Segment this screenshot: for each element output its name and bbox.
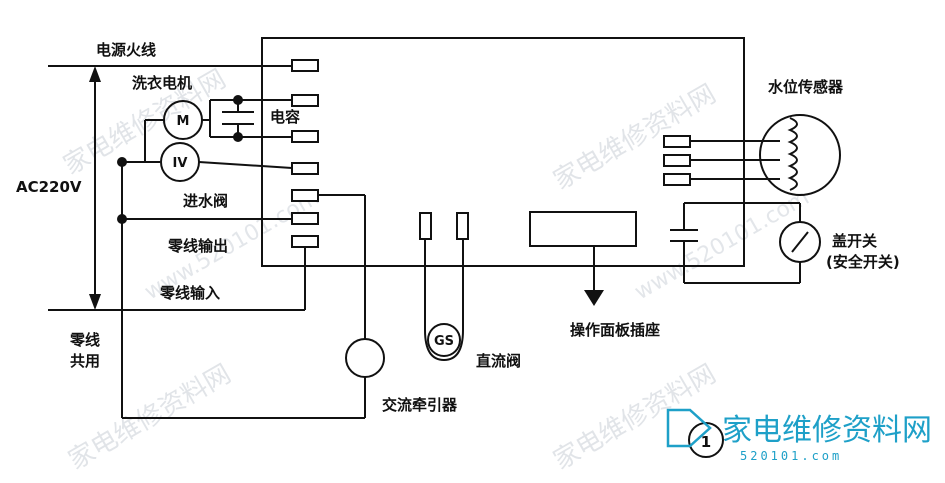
terminal-neutral-out bbox=[291, 212, 319, 225]
terminal-motor-2 bbox=[291, 130, 319, 143]
label-traction: 交流牵引器 bbox=[382, 396, 458, 414]
label-neutral-common-2: 共用 bbox=[70, 352, 100, 370]
label-inlet-valve: 进水阀 bbox=[183, 192, 228, 210]
control-board-box bbox=[261, 37, 745, 267]
logo-mark-icon bbox=[666, 408, 712, 448]
terminal-motor-1 bbox=[291, 94, 319, 107]
label-lid-switch-sub: (安全开关) bbox=[826, 253, 900, 271]
valve-symbol: IV bbox=[122, 142, 293, 182]
watermark-text: 家电维修资料网 bbox=[549, 359, 722, 476]
voltage-arrow bbox=[89, 66, 101, 310]
watermark-layer: 家电维修资料网 家电维修资料网 家电维修资料网 家电维修资料网 www.5201… bbox=[59, 64, 814, 476]
motor-letter: M bbox=[177, 114, 190, 129]
label-neutral-in: 零线输入 bbox=[159, 284, 220, 302]
label-neutral-common: 零线 bbox=[69, 331, 100, 349]
capacitor-symbol bbox=[222, 95, 254, 142]
figure-number: 1 bbox=[688, 422, 724, 458]
water-sensor-symbol bbox=[663, 114, 841, 196]
logo-subtext: 520101.com bbox=[740, 449, 842, 463]
motor-symbol: M bbox=[122, 99, 292, 163]
label-voltage: AC220V bbox=[16, 178, 82, 196]
traction-symbol bbox=[122, 194, 385, 419]
label-dc-valve: 直流阀 bbox=[476, 352, 521, 370]
gs-letter: GS bbox=[434, 334, 454, 349]
valve-letter: IV bbox=[173, 156, 188, 171]
figure-number-text: 1 bbox=[701, 433, 711, 451]
label-neutral-out: 零线输出 bbox=[167, 237, 228, 255]
terminal-inlet bbox=[291, 189, 319, 202]
logo-text: 家电维修资料网 bbox=[722, 413, 932, 448]
label-lid-switch: 盖开关 bbox=[832, 232, 877, 250]
label-capacitor: 电容 bbox=[270, 108, 300, 126]
site-logo: 家电维修资料网 520101.com bbox=[666, 408, 932, 463]
label-washer-motor: 洗衣电机 bbox=[132, 74, 192, 92]
lid-switch-symbol bbox=[670, 202, 821, 284]
terminal-live bbox=[291, 59, 319, 72]
label-water-sensor: 水位传感器 bbox=[768, 78, 844, 96]
label-panel-socket: 操作面板插座 bbox=[570, 321, 660, 339]
panel-socket-symbol bbox=[529, 211, 637, 306]
terminal-neutral-in bbox=[291, 235, 319, 248]
dc-valve-symbol: GS bbox=[419, 212, 469, 362]
terminal-valve bbox=[291, 162, 319, 175]
label-live-wire: 电源火线 bbox=[96, 41, 156, 59]
